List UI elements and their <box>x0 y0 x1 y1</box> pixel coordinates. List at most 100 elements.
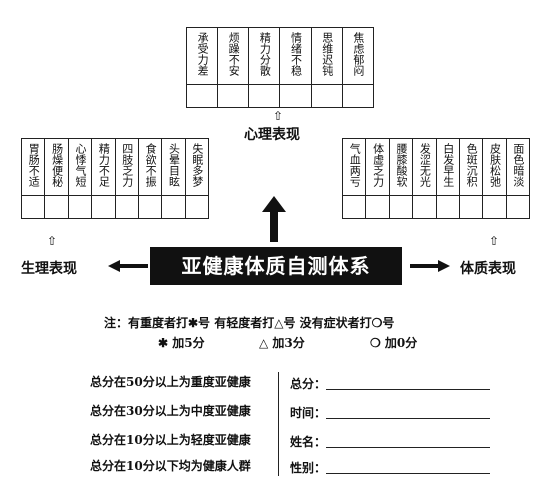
constitution-mark-cell[interactable] <box>412 195 437 219</box>
rule-healthy: 总分在10分以下均为健康人群 <box>90 459 251 473</box>
physio-mark-cell[interactable] <box>67 195 93 219</box>
psych-item-label: 思维迟钝 <box>320 32 334 76</box>
name-field-label: 姓名： <box>290 435 327 449</box>
physio-item-cell: 食欲不振 <box>137 138 163 196</box>
physio-item-cell: 头晕目眩 <box>161 138 186 196</box>
physio-item-label: 精力不足 <box>97 143 111 187</box>
scoring-note: 注：有重度者打✱号 有轻度者打△号 没有症状者打❍号 <box>104 316 395 330</box>
constitution-item-label: 面色暗淡 <box>511 143 525 187</box>
rule-mild: 总分在10分以上为轻度亚健康 <box>90 433 251 447</box>
psych-mark-cell[interactable] <box>310 84 343 108</box>
physio-item-label: 四肢乏力 <box>120 143 134 187</box>
constitution-item-cell: 发涩无光 <box>412 138 437 196</box>
psych-item-label: 烦躁不安 <box>227 32 241 76</box>
physio-mark-cell[interactable] <box>91 195 116 219</box>
divider <box>278 372 279 476</box>
physio-item-cell: 心悸气短 <box>67 138 93 196</box>
score-field: 总分： <box>290 373 490 391</box>
psych-up-arrow-icon: ⇧ <box>273 109 284 123</box>
time-input[interactable] <box>326 404 490 419</box>
constitution-up-arrow-icon: ⇧ <box>489 234 500 248</box>
psych-table: 承受力差 烦躁不安 精力分散 情绪不稳 思维迟钝 焦虑郁闷 <box>185 27 375 108</box>
score-field-label: 总分： <box>290 377 327 391</box>
physio-item-cell: 胃肠不适 <box>20 138 46 196</box>
score-light: △ 加3分 <box>259 336 305 350</box>
physio-mark-cell[interactable] <box>44 195 69 219</box>
physio-item-label: 食欲不振 <box>144 143 158 187</box>
physio-item-label: 胃肠不适 <box>27 143 41 187</box>
score-input[interactable] <box>326 375 490 390</box>
constitution-title: 体质表现 <box>460 261 516 277</box>
time-field: 时间： <box>290 402 490 420</box>
physio-item-label: 心悸气短 <box>73 143 87 187</box>
name-input[interactable] <box>326 433 490 448</box>
psych-mark-cell[interactable] <box>248 84 281 108</box>
physio-item-cell: 肠燥便秘 <box>44 138 69 196</box>
physio-title: 生理表现 <box>21 261 77 277</box>
psych-item-label: 焦虑郁闷 <box>351 32 365 76</box>
constitution-item-cell: 白发早生 <box>435 138 460 196</box>
physio-mark-cell[interactable] <box>137 195 163 219</box>
constitution-item-label: 色斑沉积 <box>465 143 479 187</box>
physio-mark-cell[interactable] <box>20 195 46 219</box>
banner-up-arrow-icon <box>262 196 286 242</box>
constitution-item-cell: 腰膝酸软 <box>388 138 414 196</box>
gender-input[interactable] <box>326 459 490 474</box>
psych-mark-cell[interactable] <box>341 84 375 108</box>
rule-severe: 总分在50分以上为重度亚健康 <box>90 375 251 389</box>
constitution-mark-cell[interactable] <box>388 195 414 219</box>
constitution-item-label: 气血两亏 <box>348 143 362 187</box>
physio-item-cell: 四肢乏力 <box>114 138 139 196</box>
physio-item-label: 肠燥便秘 <box>50 143 64 187</box>
constitution-item-label: 白发早生 <box>441 143 455 187</box>
psych-item-cell: 焦虑郁闷 <box>341 27 375 85</box>
constitution-mark-cell[interactable] <box>458 195 484 219</box>
physio-item-label: 失眠多梦 <box>190 143 204 187</box>
psych-item-cell: 情绪不稳 <box>279 27 312 85</box>
constitution-mark-cell[interactable] <box>341 195 367 219</box>
constitution-table: 气血两亏体虚乏力腰膝酸软发涩无光白发早生色斑沉积皮肤松弛面色暗淡 <box>341 138 531 219</box>
constitution-item-label: 体虚乏力 <box>371 143 385 187</box>
constitution-item-cell: 皮肤松弛 <box>482 138 507 196</box>
constitution-mark-cell[interactable] <box>435 195 460 219</box>
physio-item-label: 头晕目眩 <box>167 143 181 187</box>
constitution-item-label: 腰膝酸软 <box>394 143 408 187</box>
constitution-mark-cell[interactable] <box>505 195 531 219</box>
physio-item-cell: 失眠多梦 <box>184 138 210 196</box>
gender-field: 性别： <box>290 457 490 475</box>
right-arrow-icon <box>410 260 450 272</box>
psych-item-label: 承受力差 <box>196 32 210 76</box>
left-arrow-icon <box>108 260 148 272</box>
gender-field-label: 性别： <box>290 461 327 475</box>
constitution-item-label: 皮肤松弛 <box>488 143 502 187</box>
psych-item-cell: 烦躁不安 <box>217 27 250 85</box>
physio-mark-cell[interactable] <box>184 195 210 219</box>
psych-mark-cell[interactable] <box>217 84 250 108</box>
psych-item-cell: 思维迟钝 <box>310 27 343 85</box>
psych-item-cell: 精力分散 <box>248 27 281 85</box>
physio-table: 胃肠不适肠燥便秘心悸气短精力不足四肢乏力食欲不振头晕目眩失眠多梦 <box>20 138 210 219</box>
banner-title: 亚健康体质自测体系 <box>150 247 402 285</box>
constitution-item-cell: 气血两亏 <box>341 138 367 196</box>
score-heavy: ✱ 加5分 <box>158 336 205 350</box>
time-field-label: 时间： <box>290 406 327 420</box>
rule-moderate: 总分在30分以上为中度亚健康 <box>90 404 251 418</box>
constitution-item-cell: 面色暗淡 <box>505 138 531 196</box>
constitution-mark-cell[interactable] <box>365 195 390 219</box>
psych-title: 心理表现 <box>244 127 300 143</box>
psych-item-label: 情绪不稳 <box>289 32 303 76</box>
constitution-item-cell: 体虚乏力 <box>365 138 390 196</box>
physio-up-arrow-icon: ⇧ <box>47 234 58 248</box>
name-field: 姓名： <box>290 431 490 449</box>
constitution-item-label: 发涩无光 <box>418 143 432 187</box>
physio-mark-cell[interactable] <box>161 195 186 219</box>
psych-item-cell: 承受力差 <box>185 27 219 85</box>
physio-mark-cell[interactable] <box>114 195 139 219</box>
constitution-item-cell: 色斑沉积 <box>458 138 484 196</box>
psych-mark-cell[interactable] <box>279 84 312 108</box>
constitution-mark-cell[interactable] <box>482 195 507 219</box>
psych-mark-cell[interactable] <box>185 84 219 108</box>
physio-item-cell: 精力不足 <box>91 138 116 196</box>
psych-item-label: 精力分散 <box>258 32 272 76</box>
score-none: ❍ 加0分 <box>370 336 418 350</box>
